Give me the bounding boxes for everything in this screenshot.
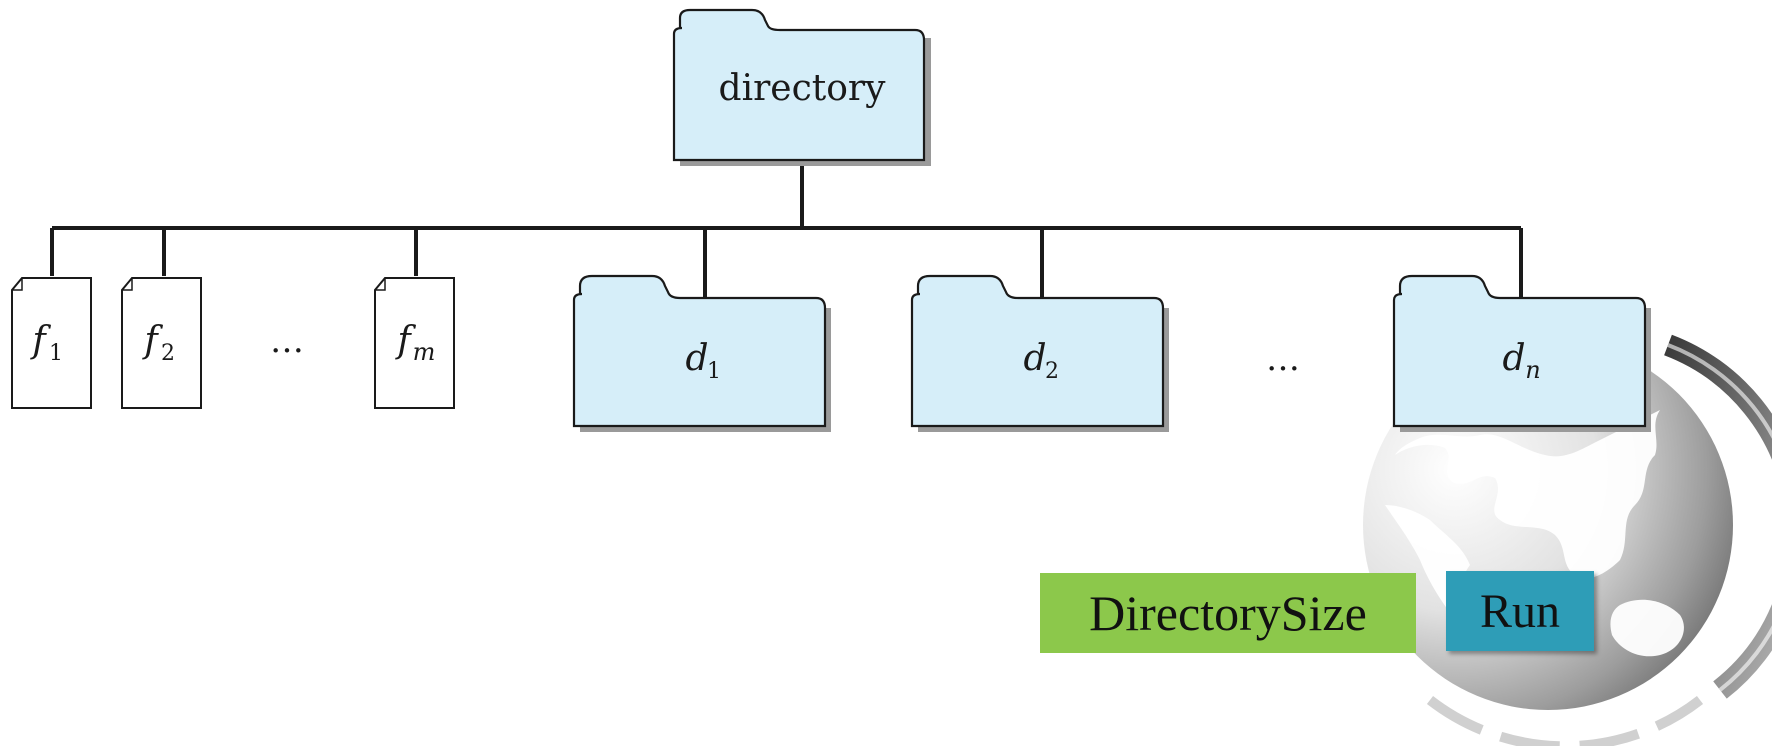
dir-2-name: d xyxy=(1023,338,1046,379)
dir-1-name: d xyxy=(685,338,708,379)
dir-2-subscript: 2 xyxy=(1045,359,1059,384)
file-2-subscript: 2 xyxy=(161,341,175,366)
dir-1-subscript: 1 xyxy=(707,359,721,384)
file-m-subscript: m xyxy=(413,338,436,366)
run-button[interactable]: Run xyxy=(1446,571,1594,651)
dir-n-subscript: n xyxy=(1525,356,1540,384)
dirs-ellipsis: … xyxy=(1266,339,1300,379)
dir-2-folder-icon: d 2 xyxy=(910,274,1169,432)
files-ellipsis: … xyxy=(270,321,304,361)
file-1-subscript: 1 xyxy=(49,341,63,366)
file-2-icon: f 2 xyxy=(121,277,202,409)
file-m-icon: f m xyxy=(374,277,455,409)
run-label: Run xyxy=(1479,584,1560,638)
root-directory-folder-icon: directory xyxy=(672,8,931,166)
file-1-icon: f 1 xyxy=(11,277,92,409)
root-directory-label: directory xyxy=(719,68,887,109)
directory-size-label: DirectorySize xyxy=(1089,585,1367,641)
dir-n-name: d xyxy=(1502,338,1525,379)
dir-n-folder-icon: d n xyxy=(1392,274,1651,432)
dir-1-folder-icon: d 1 xyxy=(572,274,831,432)
directory-size-button[interactable]: DirectorySize xyxy=(1040,573,1416,653)
